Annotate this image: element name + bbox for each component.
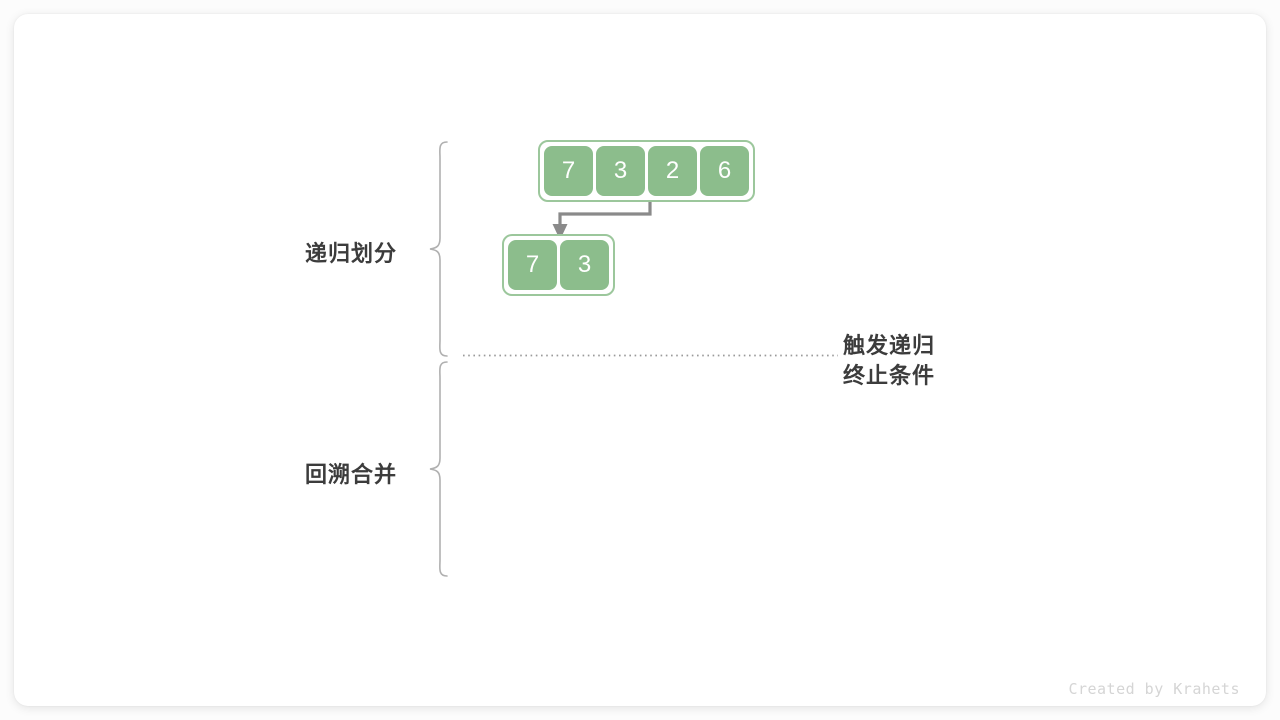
label-termination-line2: 终止条件 xyxy=(843,363,936,388)
label-recursive-split: 递归划分 xyxy=(305,241,398,266)
array-cell: 7 xyxy=(544,146,593,196)
array-top: 7 3 2 6 xyxy=(538,140,755,202)
array-cell: 7 xyxy=(508,240,557,290)
array-cell: 3 xyxy=(596,146,645,196)
label-termination-line1: 触发递归 xyxy=(843,333,936,358)
label-backtrack-merge: 回溯合并 xyxy=(305,462,398,487)
watermark-credit: Created by Krahets xyxy=(1068,680,1240,698)
diagram-card xyxy=(14,14,1266,706)
brace-backtrack-merge xyxy=(429,361,448,577)
array-cell: 2 xyxy=(648,146,697,196)
brace-recursive-split xyxy=(429,141,448,357)
array-bottom: 7 3 xyxy=(502,234,615,296)
label-termination-condition: 触发递归 终止条件 xyxy=(843,331,935,391)
array-cell: 3 xyxy=(560,240,609,290)
array-cell: 6 xyxy=(700,146,749,196)
